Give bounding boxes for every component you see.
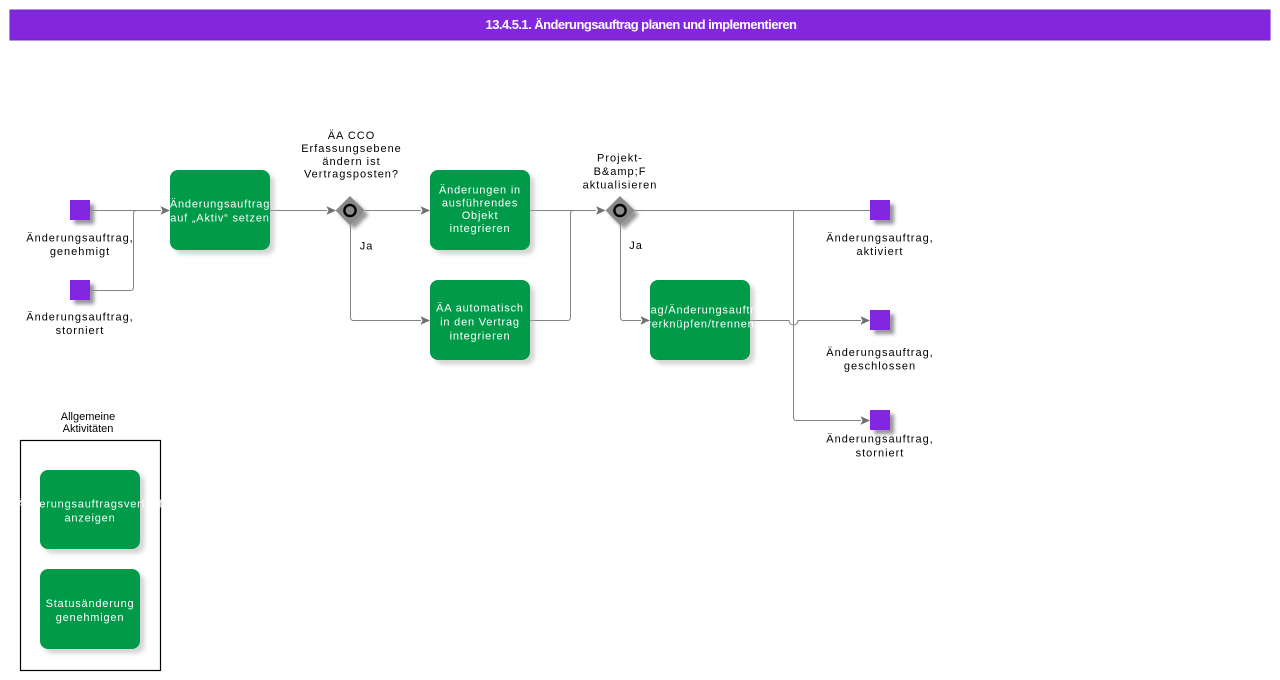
svg-text:Allgemeine: Allgemeine	[61, 411, 115, 423]
svg-text:ÄA automatisch: ÄA automatisch	[436, 303, 524, 315]
svg-text:anzeigen: anzeigen	[64, 513, 115, 525]
svg-text:Vertrag/Änderungsauftrag: Vertrag/Änderungsauftrag	[623, 305, 768, 317]
svg-text:genehmigen: genehmigen	[56, 612, 125, 624]
svg-text:storniert: storniert	[56, 325, 105, 337]
svg-text:Änderungsauftrag,: Änderungsauftrag,	[826, 434, 934, 446]
svg-text:ändern ist: ändern ist	[322, 156, 380, 168]
svg-text:13.4.5.1. Änderungsauftrag pla: 13.4.5.1. Änderungsauftrag planen und im…	[486, 17, 798, 32]
svg-text:integrieren: integrieren	[450, 331, 511, 343]
svg-text:Aktivitäten: Aktivitäten	[63, 423, 114, 435]
svg-text:Statusänderung: Statusänderung	[46, 598, 135, 610]
svg-text:aktualisieren: aktualisieren	[583, 180, 658, 192]
svg-text:Ja: Ja	[360, 241, 374, 253]
svg-text:ÄA CCO: ÄA CCO	[328, 130, 376, 142]
svg-text:Vertragsposten?: Vertragsposten?	[304, 169, 399, 181]
svg-text:Projekt-: Projekt-	[597, 153, 643, 165]
svg-text:verknüpfen/trennen: verknüpfen/trennen	[645, 319, 754, 331]
svg-text:Änderungsauftrag,: Änderungsauftrag,	[26, 233, 134, 245]
svg-text:integrieren: integrieren	[450, 223, 511, 235]
svg-text:Änderungen in: Änderungen in	[439, 184, 521, 196]
svg-text:Änderungsauftrag: Änderungsauftrag	[170, 199, 270, 211]
svg-text:ausführendes: ausführendes	[442, 197, 518, 209]
svg-text:storniert: storniert	[856, 448, 905, 460]
svg-text:B&amp;F: B&amp;F	[594, 166, 647, 178]
svg-text:geschlossen: geschlossen	[844, 361, 916, 373]
svg-text:Erfassungsebene: Erfassungsebene	[301, 143, 402, 155]
svg-text:Objekt: Objekt	[462, 210, 499, 222]
svg-text:genehmigt: genehmigt	[50, 246, 110, 258]
svg-text:in den Vertrag: in den Vertrag	[440, 317, 520, 329]
svg-text:Änderungsauftrag,: Änderungsauftrag,	[826, 233, 934, 245]
svg-text:Änderungsauftrag,: Änderungsauftrag,	[26, 312, 134, 324]
svg-text:Änderungsauftrag,: Änderungsauftrag,	[826, 347, 934, 359]
svg-text:Ja: Ja	[629, 240, 643, 252]
svg-text:auf „Aktiv“ setzen: auf „Aktiv“ setzen	[170, 213, 269, 225]
svg-text:aktiviert: aktiviert	[857, 246, 904, 258]
svg-text:Änderungsauftragsverlauf: Änderungsauftragsverlauf	[17, 499, 162, 511]
